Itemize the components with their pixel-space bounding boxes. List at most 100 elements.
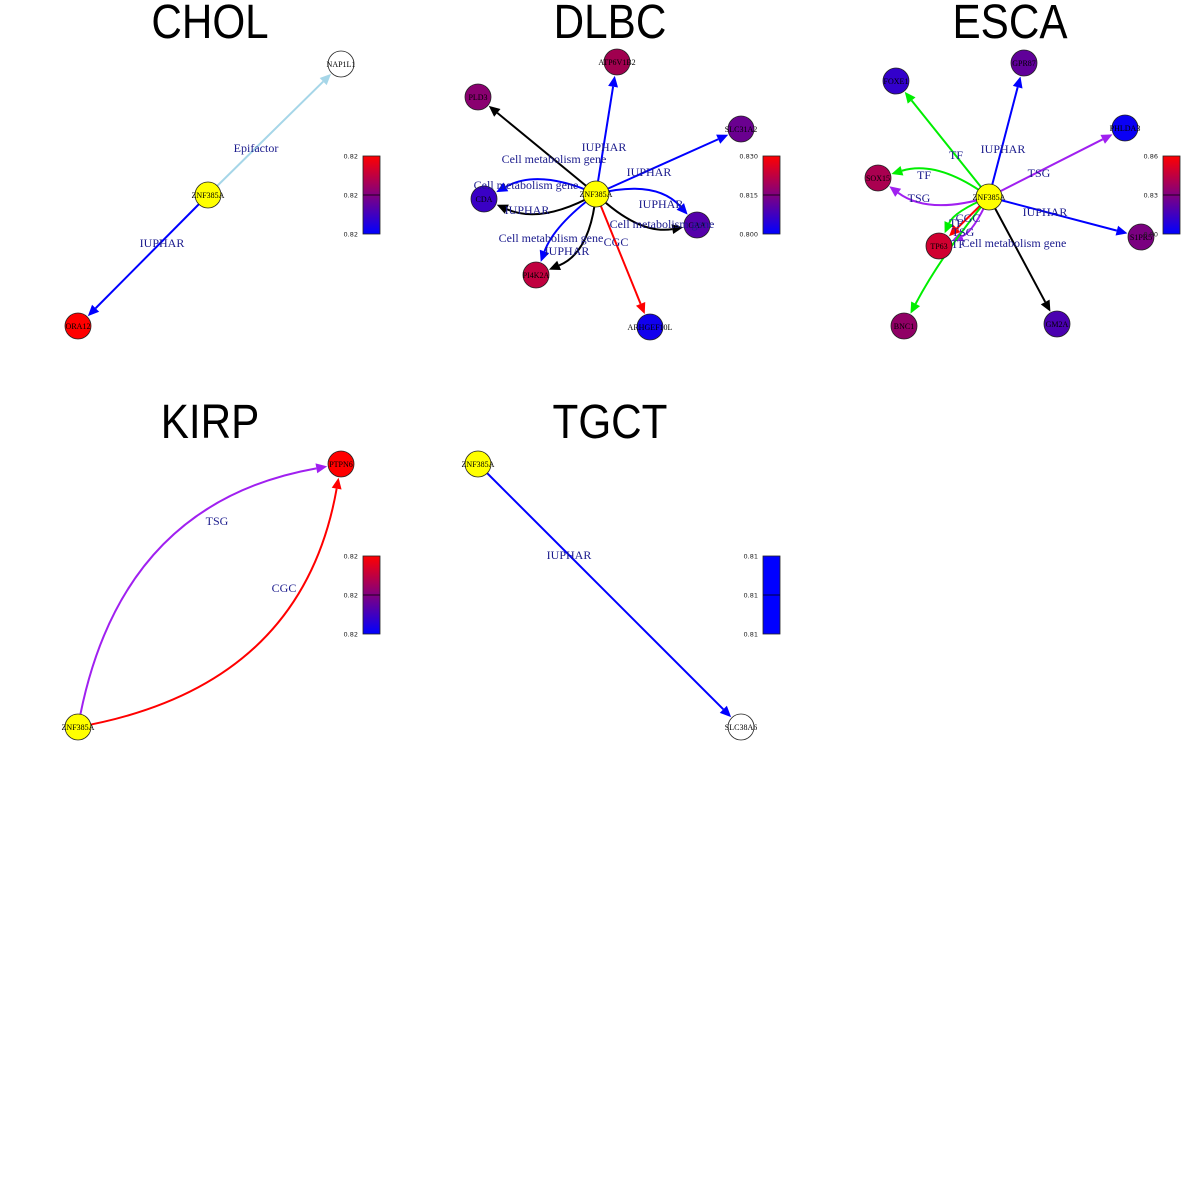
edge-label: Cell metabolism gene	[962, 236, 1067, 250]
node-circle[interactable]	[890, 312, 918, 340]
node-label: ZNF385A	[462, 460, 495, 469]
node-bnc1[interactable]: BNC1	[890, 312, 918, 340]
edge-label: Cell metabolism gene	[610, 217, 715, 231]
node-circle[interactable]	[327, 50, 355, 78]
node-circle[interactable]	[464, 450, 492, 478]
node-nap1l1[interactable]: NAP1L1	[327, 50, 356, 78]
node-circle[interactable]	[464, 83, 492, 111]
node-circle[interactable]	[727, 713, 755, 741]
node-label: PHLDA3	[1110, 124, 1141, 133]
node-circle[interactable]	[64, 312, 92, 340]
node-pi4k2a[interactable]: PI4K2A	[522, 261, 550, 289]
edge-label: TF	[951, 237, 965, 251]
colorbar-tick-label: 0.800	[739, 231, 758, 239]
colorbar-tick-label: 0.83	[1144, 192, 1158, 200]
node-circle[interactable]	[925, 232, 953, 260]
node-circle[interactable]	[603, 48, 631, 76]
edge-label: Cell metabolism gene	[502, 152, 607, 166]
node-circle[interactable]	[882, 67, 910, 95]
node-gm2a[interactable]: GM2A	[1043, 310, 1071, 338]
edge-labels: IUPHAR	[547, 548, 592, 562]
node-circle[interactable]	[1043, 310, 1071, 338]
edge-label: Cell metabolism gene	[474, 178, 579, 192]
colorbar-legend: 0.820.820.82	[344, 553, 381, 639]
node-znf385a[interactable]: ZNF385A	[462, 450, 495, 478]
node-label: SOX15	[866, 174, 890, 183]
node-label: GAA	[688, 221, 706, 230]
edge-znf385a-s1pr5-iuphar	[988, 196, 1118, 232]
node-cda[interactable]: CDA	[470, 185, 498, 213]
edge-label: CGC	[272, 581, 297, 595]
node-label: PI4K2A	[523, 271, 550, 280]
colorbar-legend: 0.820.820.82	[344, 153, 381, 239]
edge-znf385a-phlda3-tsg	[988, 138, 1104, 198]
edge-arrowhead	[608, 75, 619, 88]
node-circle[interactable]	[470, 185, 498, 213]
node-slc31a2[interactable]: SLC31A2	[725, 115, 757, 143]
edge-znf385a-ora12-iuphar	[94, 194, 209, 309]
node-circle[interactable]	[636, 313, 664, 341]
node-circle[interactable]	[522, 261, 550, 289]
edge-label: Cell metabolism gene	[499, 231, 604, 245]
node-pld3[interactable]: PLD3	[464, 83, 492, 111]
nodes: ZNF385A PTPN6	[62, 450, 355, 741]
node-circle[interactable]	[864, 164, 892, 192]
node-circle[interactable]	[1010, 49, 1038, 77]
node-phlda3[interactable]: PHLDA3	[1110, 114, 1141, 142]
node-znf385a[interactable]: ZNF385A	[973, 183, 1006, 211]
edge-znf385a-ptpn6-tsg	[77, 467, 317, 728]
edge-arrowhead	[87, 304, 100, 317]
edge-arrowhead	[331, 477, 342, 490]
colorbar-legend: 0.860.830.80	[1144, 153, 1181, 239]
edge-arrowhead	[676, 203, 688, 215]
node-circle[interactable]	[1111, 114, 1139, 142]
node-gpr87[interactable]: GPR87	[1010, 49, 1038, 77]
node-s1pr5[interactable]: S1PR5	[1127, 223, 1155, 251]
node-sox15[interactable]: SOX15	[864, 164, 892, 192]
node-slc38a6[interactable]: SLC38A6	[725, 713, 757, 741]
node-label: ORA12	[66, 322, 91, 331]
node-znf385a[interactable]: ZNF385A	[192, 181, 225, 209]
edge-arrowhead	[319, 73, 332, 86]
colorbar-tick-label: 0.82	[344, 192, 358, 200]
node-gaa[interactable]: GAA	[683, 211, 711, 239]
node-label: ZNF385A	[580, 190, 613, 199]
node-ptpn6[interactable]: PTPN6	[327, 450, 355, 478]
node-atp6v1b2[interactable]: ATP6V1B2	[598, 48, 636, 76]
node-circle[interactable]	[327, 450, 355, 478]
panel-title: DLBC	[554, 0, 667, 49]
node-circle[interactable]	[683, 211, 711, 239]
panel-chol: CHOLZNF385ANAP1L1ORA12EpifactorIUPHAR0.8…	[64, 0, 381, 340]
edge-label: IUPHAR	[547, 548, 592, 562]
panel-title: KIRP	[161, 394, 260, 448]
edge-arrowhead	[944, 221, 954, 234]
node-circle[interactable]	[975, 183, 1003, 211]
edge-label: IUPHAR	[582, 140, 627, 154]
node-tp63[interactable]: TP63	[925, 232, 953, 260]
edge-znf385a-ptpn6-cgc	[77, 488, 338, 728]
node-label: ZNF385A	[192, 191, 225, 200]
edge-znf385a-nap1l1-epifactor	[207, 80, 324, 196]
edge-arrowhead	[539, 249, 550, 262]
node-circle[interactable]	[582, 180, 610, 208]
node-label: S1PR5	[1130, 233, 1152, 242]
node-ora12[interactable]: ORA12	[64, 312, 92, 340]
node-foxe1[interactable]: FOXE1	[882, 67, 910, 95]
node-label: BNC1	[894, 322, 914, 331]
node-arhgef10l[interactable]: ARHGEF10L	[628, 313, 673, 341]
colorbar-tick-label: 0.82	[344, 592, 358, 600]
node-label: FOXE1	[884, 77, 909, 86]
node-circle[interactable]	[727, 115, 755, 143]
node-label: ZNF385A	[973, 193, 1006, 202]
edge-label: IUPHAR	[545, 244, 590, 258]
node-circle[interactable]	[1127, 223, 1155, 251]
node-circle[interactable]	[194, 181, 222, 209]
edge-arrowhead	[948, 224, 961, 237]
node-circle[interactable]	[64, 713, 92, 741]
node-znf385a[interactable]: ZNF385A	[62, 713, 95, 741]
node-znf385a[interactable]: ZNF385A	[580, 180, 613, 208]
